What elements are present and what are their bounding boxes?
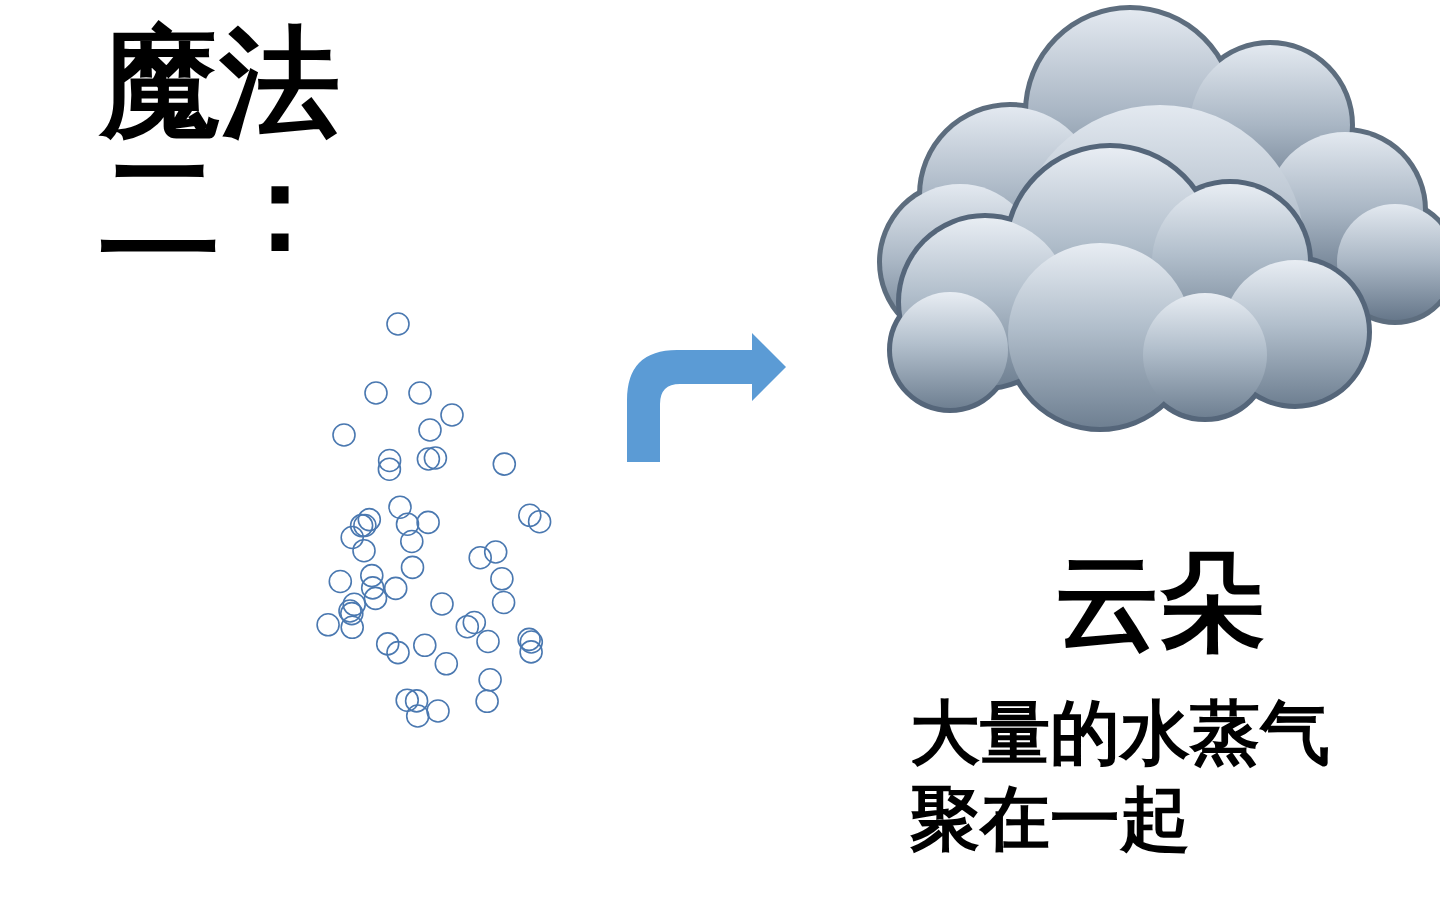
droplet (520, 631, 542, 653)
title: 魔法二： (100, 20, 500, 270)
droplet (427, 700, 449, 722)
droplet (441, 404, 463, 426)
bent-arrow (627, 333, 786, 462)
droplet (491, 568, 513, 590)
droplet (351, 515, 373, 537)
droplet (329, 571, 351, 593)
droplet (385, 577, 407, 599)
droplet (456, 616, 478, 638)
droplet (476, 690, 498, 712)
droplet (358, 509, 380, 531)
droplet (407, 705, 429, 727)
droplet (520, 641, 542, 663)
droplet (361, 565, 383, 587)
droplet (387, 642, 409, 664)
droplet (417, 511, 439, 533)
droplet (519, 504, 541, 526)
droplet (409, 382, 431, 404)
droplet (402, 556, 424, 578)
droplet (431, 593, 453, 615)
droplet (365, 382, 387, 404)
droplet (343, 593, 365, 615)
droplet (417, 448, 439, 470)
droplet (419, 419, 441, 441)
droplet (493, 592, 515, 614)
droplet (469, 547, 491, 569)
droplet (379, 450, 401, 472)
droplet (479, 669, 501, 691)
droplet (435, 653, 457, 675)
droplet (463, 612, 485, 634)
droplet (397, 513, 419, 535)
droplet (341, 616, 363, 638)
droplet (362, 577, 384, 599)
droplet (485, 541, 507, 563)
droplet (353, 540, 375, 562)
droplet (414, 634, 436, 656)
droplet (317, 614, 339, 636)
droplet (493, 453, 515, 475)
droplet (333, 424, 355, 446)
cloud-front (892, 148, 1367, 427)
droplet (477, 631, 499, 653)
vapor-droplets (317, 313, 550, 727)
note-text: 大量的水蒸气聚在一起 (910, 690, 1350, 862)
cloud-label: 云朵 (1040, 540, 1280, 665)
droplet (389, 496, 411, 518)
droplet (387, 313, 409, 335)
